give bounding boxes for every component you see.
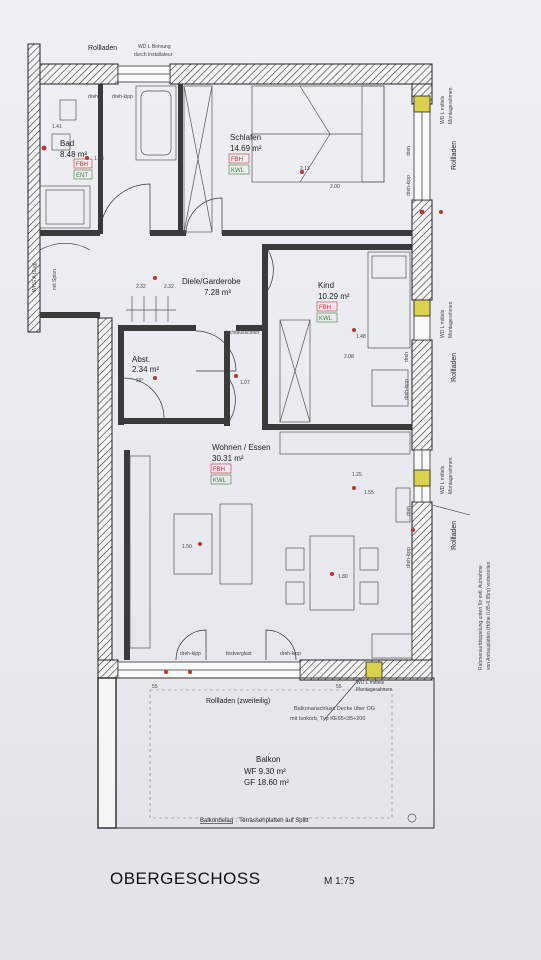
room-area-bad: 8.48 m² (60, 150, 87, 159)
note-montagerahmen2: Montagerahmen (448, 301, 454, 338)
exterior-walls (27, 43, 433, 681)
windows (117, 65, 431, 679)
window-festverglast: festverglast (226, 651, 252, 657)
room-name-diele: Diele/Garderobe (182, 277, 241, 286)
balkon-gf: GF 18.60 m² (244, 778, 289, 787)
plan-title: OBERGESCHOSS (110, 869, 261, 888)
dim-kind1: 1.48 (356, 334, 366, 340)
note-rahmen1: Rahmenaufdoppelung unten für evtl. Aufna… (478, 565, 484, 670)
dim-wohnen2: 1.55 (364, 490, 374, 496)
dim-diele2: 2.32 (164, 284, 174, 290)
note-leader (431, 504, 471, 516)
window-dreh-wohnen: dreh (406, 506, 412, 516)
dim-wohnen4: 1.80 (338, 574, 348, 580)
note-wd-mittels1: WD L mittels (440, 95, 446, 124)
tag-schlafen-fbh: FBH (231, 157, 243, 163)
note-wd-bottom1: WD L mittels (356, 680, 385, 686)
dim-bad1: 1.38 (94, 156, 104, 162)
window-dreh-bad: dreh (88, 94, 98, 100)
note-wd-top: WD L Bohrung (138, 44, 171, 50)
tag-schlafen-kwl: KWL (231, 168, 245, 174)
room-name-wohnen: Wohnen / Essen (212, 443, 271, 452)
room-area-schlafen: 14.69 m² (230, 144, 262, 153)
dim-diele1: 2.32 (136, 284, 146, 290)
dim-wohnen1: 1.25 (352, 472, 362, 478)
note-mit-spion: mit Spion (52, 269, 58, 290)
room-name-kind: Kind (318, 281, 334, 290)
balkonbelag-label: Balkonbelag (200, 818, 233, 824)
measurement-points (41, 145, 443, 674)
dim-kind2: 2.08 (344, 354, 354, 360)
balcony (97, 677, 435, 829)
dim-schlafen1: 2.13 (300, 166, 310, 172)
window-drehkipp-bad: dreh-kipp (112, 94, 133, 100)
note-isokorb: mit Isokorb, Typ KE65<35+200 (290, 716, 365, 722)
window-drehkipp-schlafen: dreh-kipp (406, 175, 412, 196)
tag-wohnen-fbh: FBH (213, 467, 225, 473)
furniture (39, 85, 413, 659)
window-dreh-schlafen: dreh (406, 146, 412, 156)
interior-walls (40, 84, 412, 430)
dim-balkon2: 55 (336, 684, 342, 690)
dim-abst1: 69° (136, 378, 144, 384)
note-rollladen-zweiteilig: Rollladen (zweiteilig) (206, 698, 270, 705)
room-area-wohnen: 30.31 m² (212, 454, 244, 463)
dim-balkon1: 55 (152, 684, 158, 690)
room-area-abst: 2.34 m² (132, 365, 159, 374)
room-area-kind: 10.29 m² (318, 292, 350, 301)
note-balkonanschluss: Balkonanschluss Decke über OG (294, 706, 375, 712)
tag-bad-fbh: FBH (76, 162, 88, 168)
window-drehkipp-kind: dreh-kipp (404, 379, 410, 400)
note-montagerahmen3: Montagerahmen (448, 457, 454, 494)
note-rollladen-right3: Rollladen (451, 521, 458, 550)
window-drehkipp-right: dreh-kipp (280, 651, 301, 657)
note-rollladen-right2: Rollladen (451, 353, 458, 382)
note-wd-top2: durch Installateur (134, 52, 173, 58)
room-name-schlafen: Schlafen (230, 133, 261, 142)
room-name-abst: Abst. (132, 355, 150, 364)
note-whg: WHG A (Zug) (32, 262, 38, 292)
window-drehkipp-left: dreh-kipp (180, 651, 201, 657)
note-wd-bottom2: Montagerahmen (356, 687, 393, 693)
note-rollladen-top: Rollladen (88, 45, 117, 52)
tag-kind-fbh: FBH (319, 305, 331, 311)
doors (39, 183, 297, 661)
tag-bad-ent: ENT (76, 173, 88, 179)
note-wd-mittels2: WD L mittels (440, 309, 446, 338)
window-drehkipp-wohnen: dreh-kipp (406, 547, 412, 568)
note-lichtausschnitt: Lichtausschnitt (226, 330, 260, 336)
balkon-wf: WF 9.30 m² (244, 767, 286, 776)
tag-kind-kwl: KWL (319, 316, 333, 322)
plan-scale: M 1:75 (324, 876, 355, 887)
note-rollladen-right1: Rollladen (451, 141, 458, 170)
balkon-name: Balkon (256, 755, 280, 764)
window-dreh-kind: dreh (404, 352, 410, 362)
room-name-bad: Bad (60, 139, 74, 148)
note-montagerahmen1: Montagerahmen (448, 87, 454, 124)
dim-bad2: 1.41 (52, 124, 62, 130)
note-wd-mittels3: WD L mittels (440, 465, 446, 494)
dim-schlafen2: 2.00 (330, 184, 340, 190)
note-rahmen2: von Anbauplatten (Höhe 0.85-0.95m) vorbe… (486, 561, 492, 670)
dim-wohnen3: 1.50 (182, 544, 192, 550)
dim-abst2: 1.07 (240, 380, 250, 386)
room-area-diele: 7.28 m² (204, 288, 231, 297)
tag-wohnen-kwl: KWL (213, 478, 227, 484)
balkonbelag-text: : Terrassenplatten auf Splitt (236, 818, 309, 824)
